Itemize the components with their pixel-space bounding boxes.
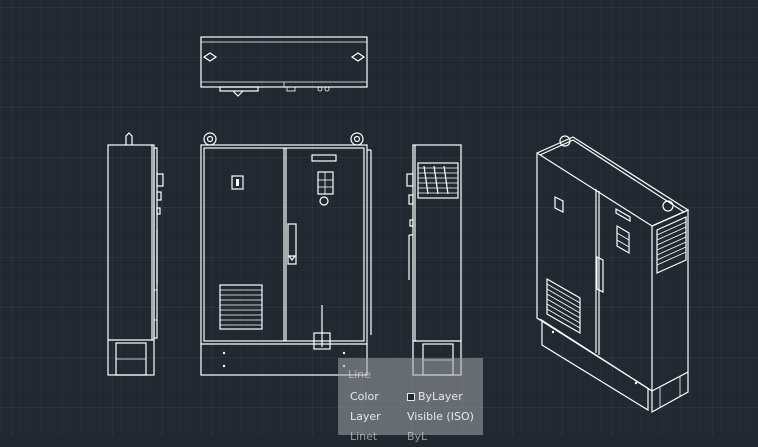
cabinet-left-side-view[interactable] (107, 132, 164, 376)
property-layer-value[interactable]: Visible (ISO) (407, 410, 474, 423)
property-linetype-value[interactable]: ByL (407, 430, 428, 443)
drawing-canvas[interactable] (0, 0, 758, 435)
color-swatch-icon (407, 393, 415, 401)
quick-properties-title: Line (348, 368, 371, 381)
property-layer-label: Layer (350, 410, 381, 423)
cabinet-isometric-view[interactable] (535, 135, 690, 414)
property-color-label: Color (350, 390, 379, 403)
property-color-value[interactable]: ByLayer (407, 387, 463, 407)
property-linetype-label: Linet (350, 430, 378, 443)
property-color-text: ByLayer (418, 390, 463, 403)
cabinet-front-view[interactable] (200, 132, 372, 376)
cabinet-top-view[interactable] (200, 36, 368, 97)
quick-properties-panel: Line Color ByLayer Layer Visible (ISO) L… (338, 358, 483, 443)
